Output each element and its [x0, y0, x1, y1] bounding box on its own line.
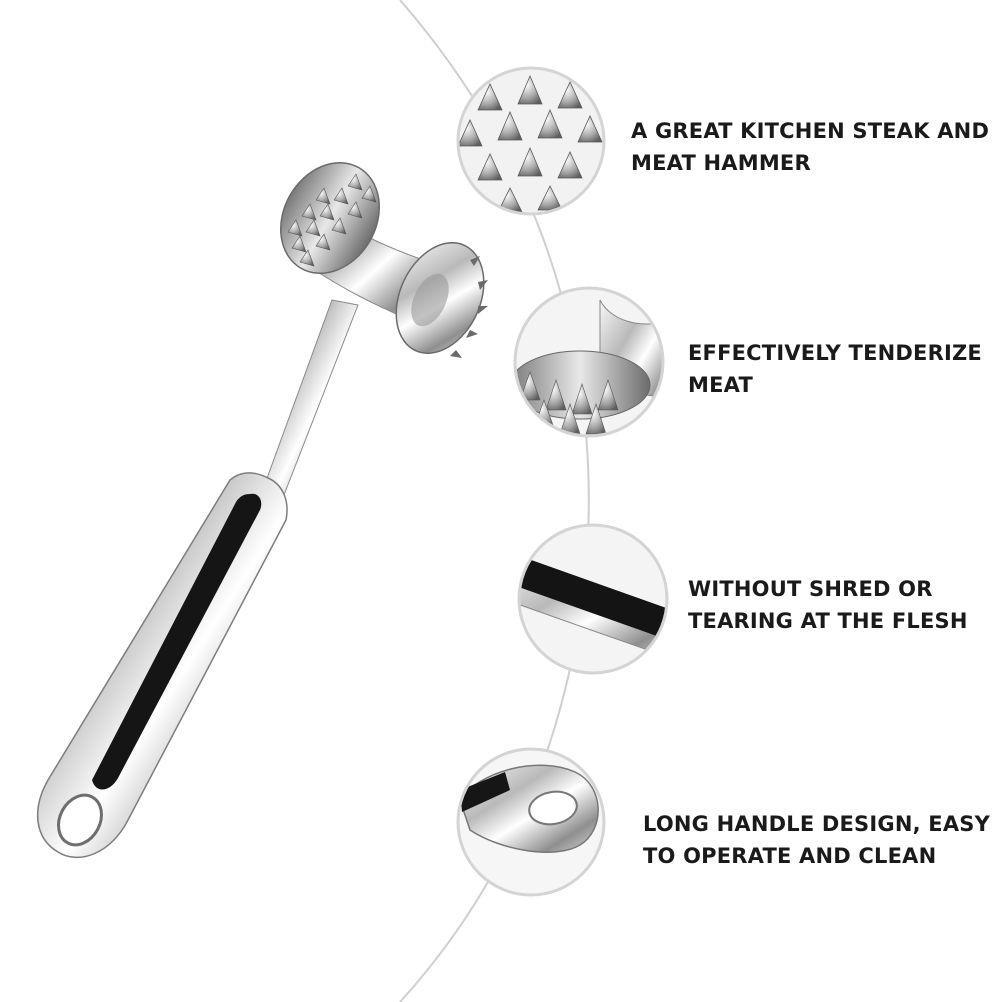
hammer-shaft — [261, 299, 359, 501]
caption-line: EFFECTIVELY TENDERIZE — [688, 341, 982, 365]
feature-caption-3: WITHOUT SHRED OR TEARING AT THE FLESH — [688, 573, 968, 637]
caption-line: WITHOUT SHRED OR — [688, 577, 933, 601]
spikes-closeup-icon — [456, 66, 606, 216]
feature-caption-1: A GREAT KITCHEN STEAK AND MEAT HAMMER — [631, 115, 989, 179]
hammer-grip — [92, 493, 262, 790]
feature-caption-2: EFFECTIVELY TENDERIZE MEAT — [688, 337, 982, 401]
caption-line: A GREAT KITCHEN STEAK AND — [631, 119, 990, 143]
feature-caption-4: LONG HANDLE DESIGN, EASY TO OPERATE AND … — [643, 808, 990, 872]
meat-hammer-image — [36, 162, 488, 859]
hammer-head-closeup-icon — [513, 286, 665, 438]
caption-line: TEARING AT THE FLESH — [688, 609, 968, 633]
hammer-loop — [57, 793, 103, 847]
caption-line: MEAT HAMMER — [631, 151, 811, 175]
handle-grip-closeup-icon — [517, 523, 669, 675]
caption-line: TO OPERATE AND CLEAN — [643, 844, 937, 868]
caption-line: LONG HANDLE DESIGN, EASY — [643, 812, 991, 836]
caption-line: MEAT — [688, 373, 753, 397]
hanging-loop-closeup-icon — [456, 747, 606, 897]
